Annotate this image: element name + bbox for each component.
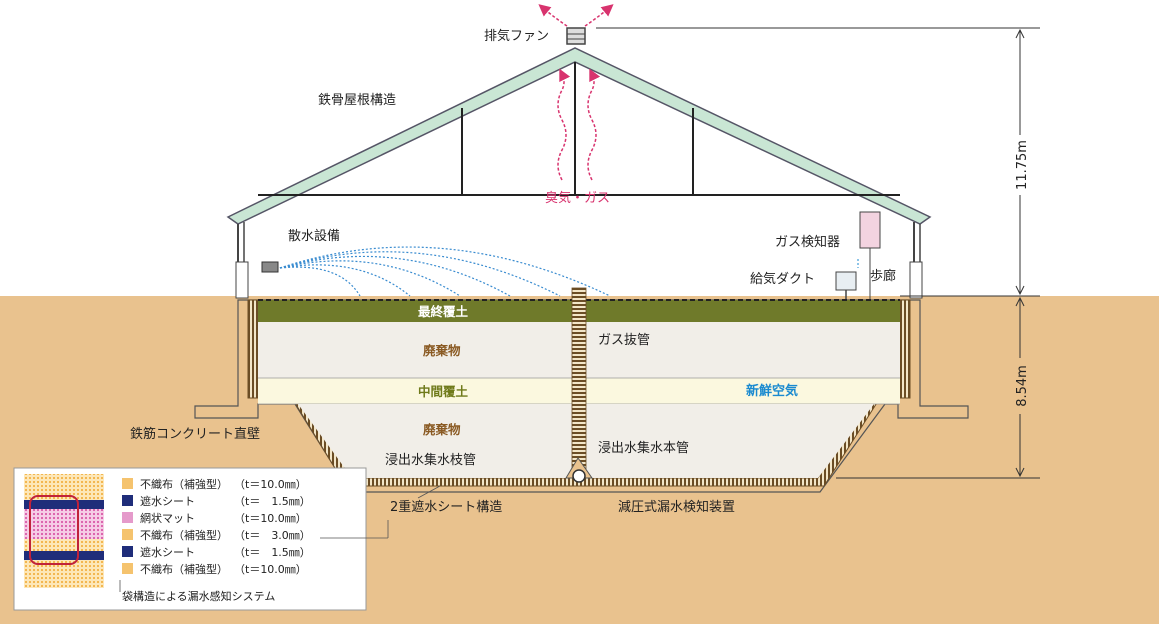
legend-item-3-name: 網状マット xyxy=(140,511,195,525)
odor-arrow-right xyxy=(587,68,601,181)
exhaust-arrow-left xyxy=(538,4,568,27)
legend-item-1-thickness: （t＝10.0㎜） xyxy=(234,478,307,491)
label-supply-duct: 給気ダクト xyxy=(750,271,815,287)
label-rc-wall: 鉄筋コンクリート直壁 xyxy=(130,426,260,442)
height-lower: 8.54m xyxy=(1015,365,1030,407)
legend-caption: 袋構造による漏水感知システム xyxy=(122,589,275,603)
legend-swatch-2 xyxy=(122,495,133,506)
legend-swatch-1 xyxy=(122,478,133,489)
supply-duct-icon xyxy=(835,271,857,291)
gas-detector-icon xyxy=(859,211,881,249)
label-leak-device: 減圧式漏水検知装置 xyxy=(618,499,735,515)
exhaust-fan-icon xyxy=(566,27,586,45)
leak-detector-icon xyxy=(572,469,586,483)
label-final-cover: 最終覆土 xyxy=(418,304,469,319)
label-middle-cover: 中間覆土 xyxy=(418,384,469,399)
steel-roof xyxy=(226,47,932,299)
label-fresh-air: 新鮮空気 xyxy=(746,383,798,399)
sprinkler-head-icon xyxy=(261,261,279,273)
exhaust-arrow-right xyxy=(584,4,614,27)
label-gas-detector: ガス検知器 xyxy=(775,234,840,250)
label-exhaust-fan: 排気ファン xyxy=(484,28,549,44)
legend-swatch-6 xyxy=(122,563,133,574)
legend-item-6-thickness: （t＝10.0㎜） xyxy=(234,563,307,576)
gas-vent-pipe xyxy=(571,287,587,471)
legend-item-3-thickness: （t＝10.0㎜） xyxy=(234,512,307,525)
odor-arrow-left xyxy=(557,68,571,181)
label-branch-pipe: 浸出水集水枝管 xyxy=(385,452,476,468)
liner-legend: 不織布（補強型） （t＝10.0㎜） 遮水シート （t＝ 1.5㎜） 網状マット… xyxy=(13,467,389,611)
label-waste-lower: 廃棄物 xyxy=(423,422,461,437)
label-roof: 鉄骨屋根構造 xyxy=(318,93,396,108)
legend-item-2-thickness: （t＝ 1.5㎜） xyxy=(234,495,311,508)
legend-swatch-4 xyxy=(122,529,133,540)
label-main-pipe: 浸出水集水本管 xyxy=(598,440,689,456)
height-upper: 11.75m xyxy=(1015,140,1030,190)
label-walkway: 歩廊 xyxy=(870,268,896,284)
legend-item-4-name: 不織布（補強型） xyxy=(140,528,228,542)
label-odor-gas: 臭気・ガス xyxy=(545,190,610,206)
legend-swatch-5 xyxy=(122,546,133,557)
legend-item-2-name: 遮水シート xyxy=(140,494,195,508)
label-sprinkler: 散水設備 xyxy=(288,228,340,244)
sprinkler-spray xyxy=(279,246,611,297)
label-gas-pipe: ガス抜管 xyxy=(598,332,650,348)
legend-item-5-name: 遮水シート xyxy=(140,545,195,559)
label-double-sheet: 2重遮水シート構造 xyxy=(390,499,502,515)
legend-swatch-3 xyxy=(122,512,133,523)
legend-item-6-name: 不織布（補強型） xyxy=(140,562,228,576)
legend-item-5-thickness: （t＝ 1.5㎜） xyxy=(234,546,311,559)
label-waste-upper: 廃棄物 xyxy=(423,343,461,358)
legend-item-1-name: 不織布（補強型） xyxy=(140,477,228,491)
legend-item-4-thickness: （t＝ 3.0㎜） xyxy=(234,529,311,542)
